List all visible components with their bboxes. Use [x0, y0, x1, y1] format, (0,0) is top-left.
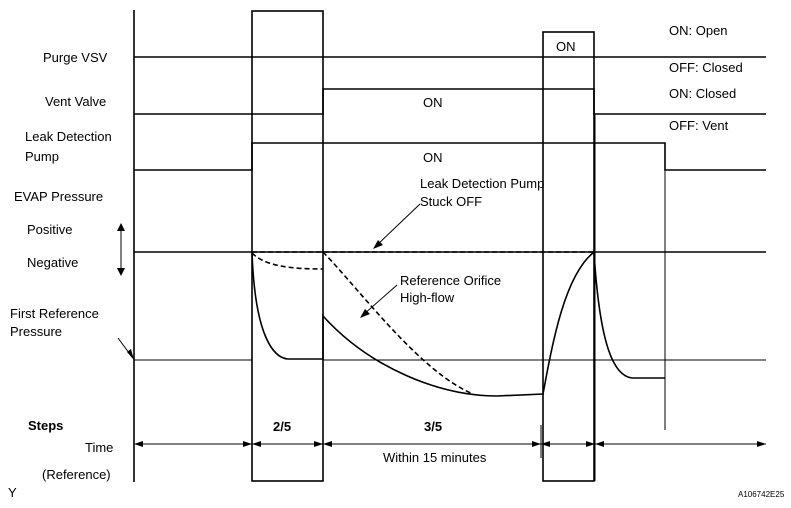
orifice-annotation-2: High-flow [400, 290, 455, 305]
dim-arrow-6 [532, 441, 541, 447]
evap-pressure-curve [251, 250, 665, 397]
dim-arrow-1 [134, 441, 143, 447]
stuck-off-pointer [375, 203, 421, 247]
orifice-annotation-1: Reference Orifice [400, 273, 501, 288]
vent-on-closed-label: ON: Closed [669, 86, 736, 101]
reference-label: (Reference) [42, 467, 111, 482]
orifice-pointer-head [360, 309, 370, 318]
dim-arrow-9 [595, 441, 604, 447]
positive-label: Positive [27, 222, 73, 237]
leak-pump-signal [134, 142, 766, 171]
vent-valve-label: Vent Valve [45, 94, 106, 109]
purge-on-label: ON [556, 39, 576, 54]
first-ref-label-2: Pressure [10, 324, 62, 339]
pump-on-label: ON [423, 150, 443, 165]
high-flow-curve-step3 [322, 251, 474, 395]
pos-arrow-head [117, 223, 125, 231]
stuck-off-annotation-2: Stuck OFF [420, 194, 482, 209]
dim-arrow-3 [252, 441, 261, 447]
time-label: Time [85, 440, 113, 455]
vent-on-label: ON [423, 95, 443, 110]
vent-valve-signal [134, 88, 766, 115]
dim-arrow-7 [541, 441, 550, 447]
step-2-5-box [251, 10, 324, 482]
dim-arrow-5 [323, 441, 332, 447]
dim-arrow-10 [757, 441, 766, 447]
dim-arrow-8 [586, 441, 595, 447]
corner-mark: Y [8, 485, 17, 500]
purge-on-open-label: ON: Open [669, 23, 728, 38]
purge-on-box [542, 31, 595, 482]
neg-arrow-head [117, 268, 125, 276]
orifice-pointer [362, 284, 398, 316]
leak-detection-label-1: Leak Detection [25, 129, 112, 144]
purge-off-closed-label: OFF: Closed [669, 60, 743, 75]
evap-pressure-label: EVAP Pressure [14, 189, 103, 204]
first-ref-pointer-head [127, 349, 134, 360]
stuck-off-annotation-1: Leak Detection Pump [420, 176, 544, 191]
figure-id: A106742E25 [738, 490, 785, 499]
step-3-5-label: 3/5 [424, 419, 442, 434]
stuck-off-pointer-head [373, 240, 383, 249]
step-2-5-label: 2/5 [273, 419, 291, 434]
high-flow-curve-step2 [251, 252, 324, 270]
duration-label: Within 15 minutes [383, 450, 487, 465]
purge-vsv-label: Purge VSV [43, 50, 108, 65]
dim-arrow-4 [314, 441, 323, 447]
leak-detection-label-2: Pump [25, 149, 59, 164]
dim-arrow-2 [243, 441, 252, 447]
first-ref-label-1: First Reference [10, 306, 99, 321]
negative-label: Negative [27, 255, 78, 270]
vent-off-vent-label: OFF: Vent [669, 118, 729, 133]
steps-label: Steps [28, 418, 63, 433]
